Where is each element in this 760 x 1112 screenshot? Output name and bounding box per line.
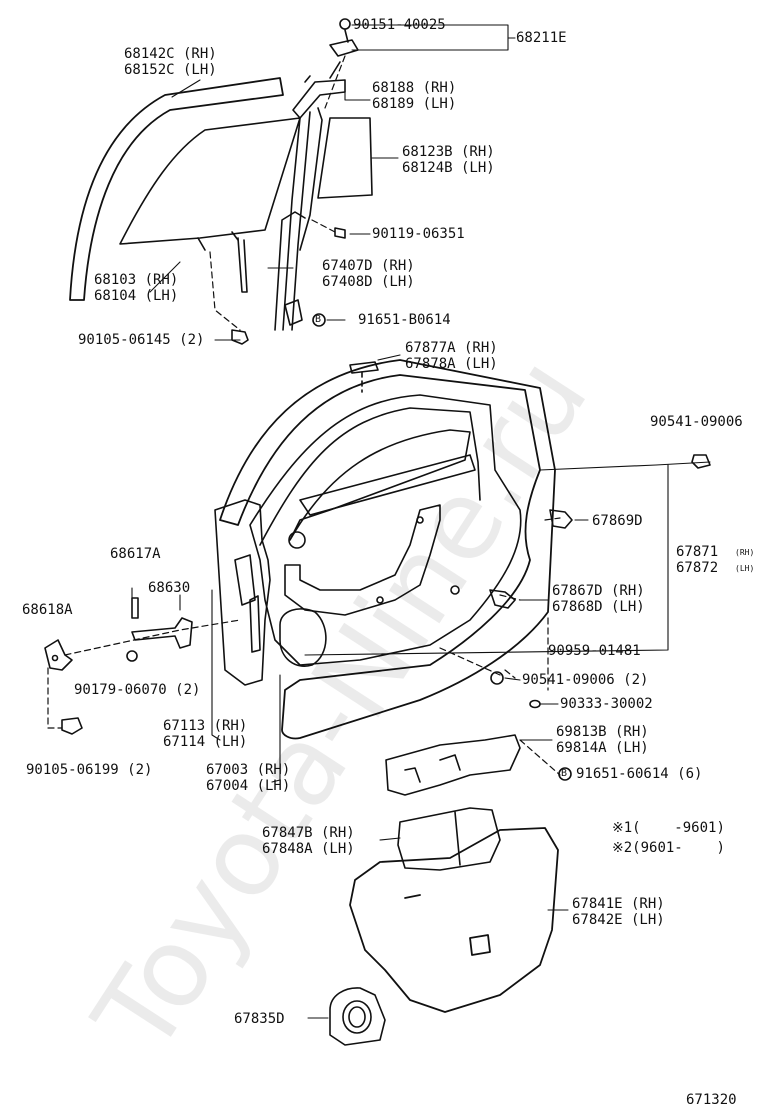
marker-b-bottom <box>558 767 572 781</box>
clip-67869d <box>549 509 573 529</box>
cap-90541 <box>490 671 504 685</box>
door-weatherstrip <box>219 359 556 740</box>
marker-b-letter-bottom: B <box>561 768 568 779</box>
label-90151-40025[interactable]: 90151-40025 <box>353 17 446 33</box>
door-check <box>131 597 193 649</box>
label-90119-06351[interactable]: 90119-06351 <box>372 226 465 242</box>
label-68617a[interactable]: 68617A <box>110 546 161 562</box>
marker-b-letter-top: B <box>315 314 322 325</box>
door-trim-board <box>349 827 559 1013</box>
label-67847b[interactable]: 67847B (RH) 67848A (LH) <box>262 825 355 857</box>
quarter-glass <box>317 117 373 199</box>
side-trim <box>234 554 261 653</box>
label-67871-rh: (RH) <box>735 548 755 557</box>
door-hinge <box>44 639 73 671</box>
label-68630[interactable]: 68630 <box>148 580 191 596</box>
leader-dashes-mid <box>47 517 561 776</box>
leader-lines <box>131 24 711 1019</box>
label-90959-01481[interactable]: 90959-01481 <box>548 643 641 659</box>
label-90333-30002[interactable]: 90333-30002 <box>560 696 653 712</box>
label-68211e[interactable]: 68211E <box>516 30 567 46</box>
label-91651-b0614[interactable]: 91651-B0614 <box>358 312 451 328</box>
service-hole-cover <box>397 807 501 871</box>
nut-90179 <box>126 650 138 662</box>
label-90541-09006-2[interactable]: 90541-09006 (2) <box>522 672 649 688</box>
speaker-box <box>329 987 386 1046</box>
clip-67877a <box>349 361 379 393</box>
note-1: ※1( -9601) <box>612 820 725 836</box>
armrest-bracket <box>385 734 521 796</box>
label-67407d[interactable]: 67407D (RH) 67408D (LH) <box>322 258 415 290</box>
plug-90333 <box>529 699 541 709</box>
note-2: ※2(9601- ) <box>612 840 725 856</box>
leader-dashes-top <box>209 55 346 331</box>
label-68618a[interactable]: 68618A <box>22 602 73 618</box>
label-67869d[interactable]: 67869D <box>592 513 643 529</box>
glass-run-channel <box>69 77 284 301</box>
label-68188[interactable]: 68188 (RH) 68189 (LH) <box>372 80 457 112</box>
door-glass <box>119 117 301 293</box>
label-67113[interactable]: 67113 (RH) 67114 (LH) <box>163 718 248 750</box>
label-68123b[interactable]: 68123B (RH) 68124B (LH) <box>402 144 495 176</box>
label-91651-60614[interactable]: 91651-60614 (6) <box>576 766 703 782</box>
clip-67867d <box>489 589 516 609</box>
label-90105-06199[interactable]: 90105-06199 (2) <box>26 762 153 778</box>
bolt-90105-hinge <box>61 717 83 735</box>
grommet-90541 <box>691 454 711 469</box>
label-67867d[interactable]: 67867D (RH) 67868D (LH) <box>552 583 645 615</box>
diagram-code: 671320 <box>686 1092 737 1108</box>
rear-lower-frame <box>274 211 306 331</box>
label-67841e[interactable]: 67841E (RH) 67842E (LH) <box>572 896 665 928</box>
label-69813b[interactable]: 69813B (RH) 69814A (LH) <box>556 724 649 756</box>
label-90179-06070[interactable]: 90179-06070 (2) <box>74 682 201 698</box>
label-67877a[interactable]: 67877A (RH) 67878A (LH) <box>405 340 498 372</box>
door-panel <box>214 394 522 686</box>
label-67003[interactable]: 67003 (RH) 67004 (LH) <box>206 762 291 794</box>
label-90105-06145[interactable]: 90105-06145 (2) <box>78 332 205 348</box>
screw-90119 <box>334 227 346 239</box>
bolt-90105-top <box>231 329 249 345</box>
marker-b-top <box>312 313 326 327</box>
label-67871[interactable]: 67871 <box>676 544 719 560</box>
label-67872-lh: (LH) <box>735 564 755 573</box>
label-68103[interactable]: 68103 (RH) 68104 (LH) <box>94 272 179 304</box>
label-67872[interactable]: 67872 <box>676 560 719 576</box>
label-90541-09006[interactable]: 90541-09006 <box>650 414 743 430</box>
label-67835d[interactable]: 67835D <box>234 1011 285 1027</box>
label-68142c[interactable]: 68142C (RH) 68152C (LH) <box>124 46 217 78</box>
